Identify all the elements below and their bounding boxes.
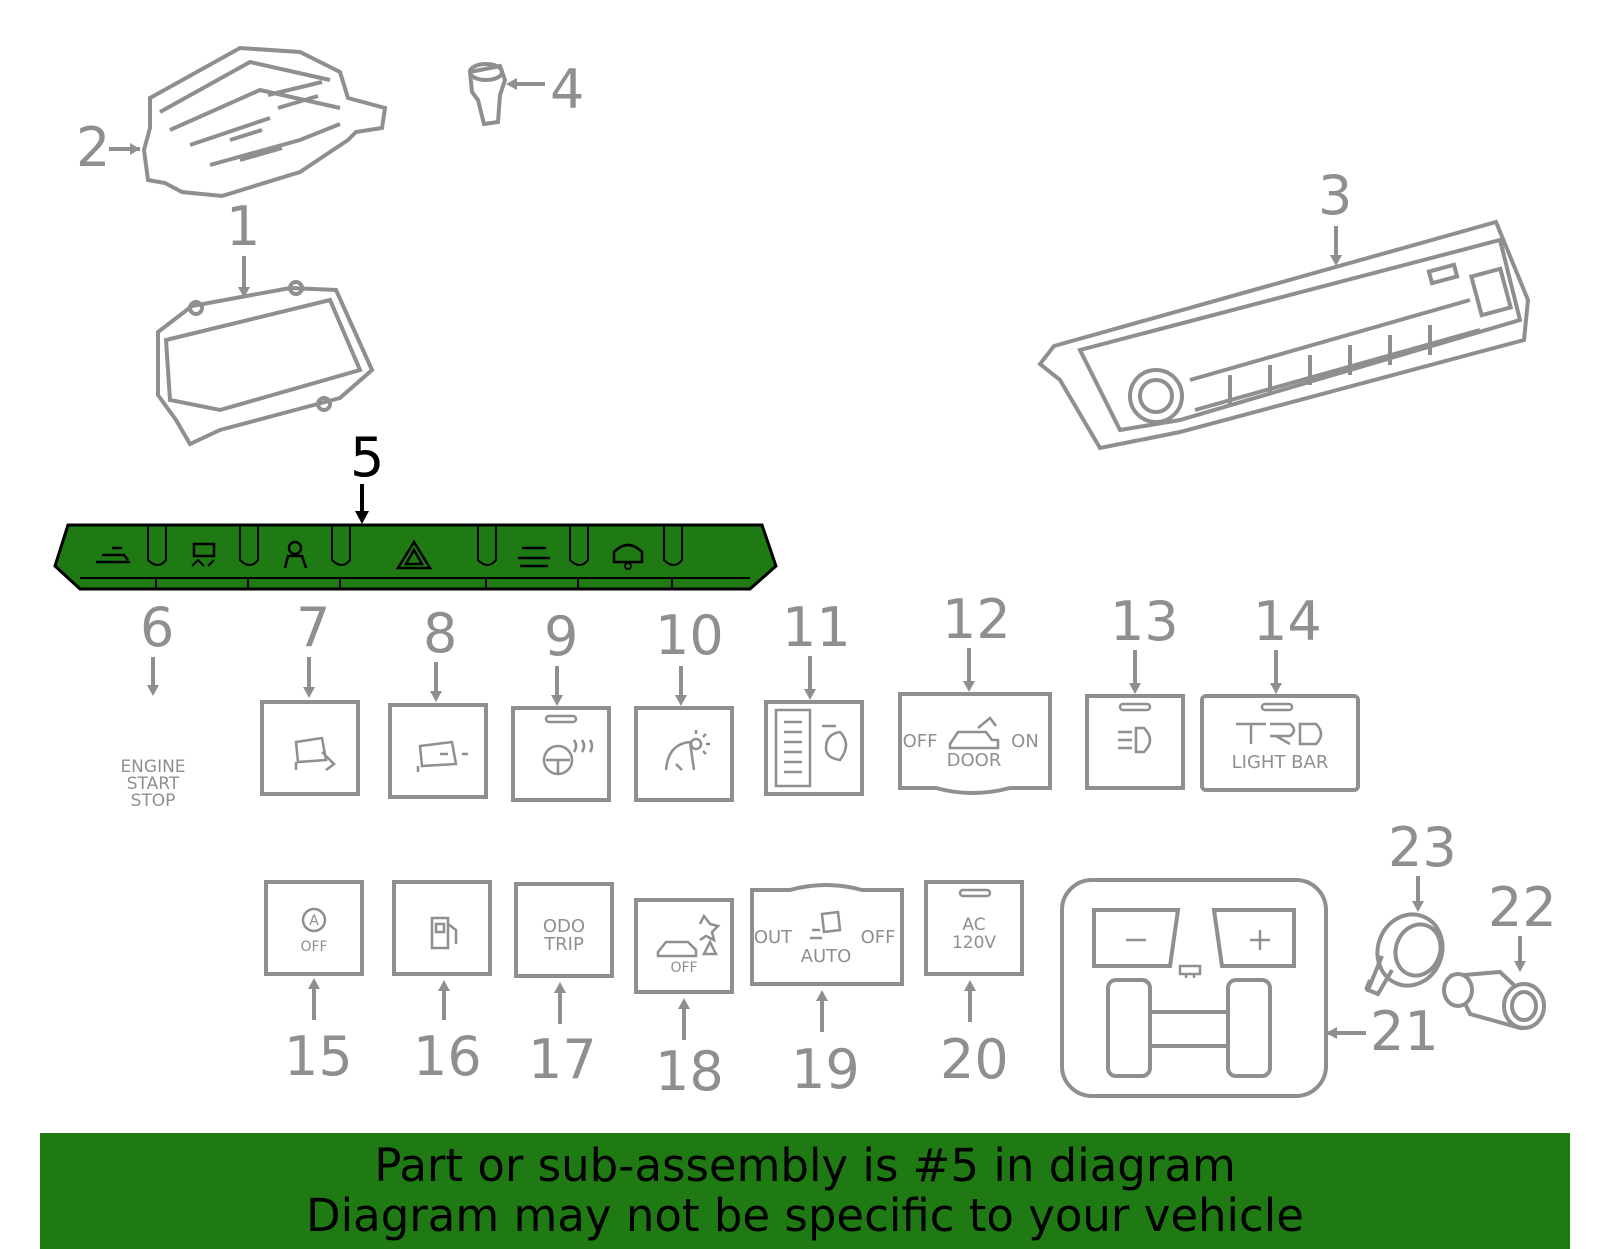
callout-1: 1 (226, 195, 260, 258)
mirror-off-label: OFF (861, 927, 896, 948)
part-6-engine-start-label[interactable]: ENGINE START STOP (120, 757, 185, 811)
callout-20: 20 (940, 1028, 1009, 1091)
panel-seat-icon (612, 543, 644, 564)
door-off-label: OFF (903, 731, 938, 752)
part-5-switch-panel[interactable] (53, 523, 778, 591)
indicator-icon (958, 888, 992, 898)
ac-volt-label: 120V (952, 933, 996, 953)
callout-10: 10 (655, 604, 724, 667)
callout-19: 19 (791, 1038, 860, 1101)
callout-3: 3 (1318, 164, 1352, 227)
arrow-2 (130, 143, 140, 155)
arrow-4 (506, 78, 517, 90)
footer-line-2: Diagram may not be specific to your vehi… (306, 1189, 1304, 1242)
callout-13: 13 (1110, 590, 1179, 653)
callout-16: 16 (413, 1025, 482, 1088)
callout-7: 7 (296, 596, 330, 659)
part-21-control[interactable] (1060, 878, 1328, 1098)
arrow-5 (355, 511, 369, 524)
part-17-switch[interactable]: ODO TRIP (514, 882, 614, 978)
svg-text:A: A (309, 913, 319, 929)
door-label: DOOR (947, 750, 1002, 771)
arrow-1 (238, 287, 250, 298)
plus-icon (1250, 930, 1270, 950)
callout-15: 15 (284, 1025, 353, 1088)
mirror-auto-icon (810, 910, 842, 940)
door-on-label: ON (1011, 731, 1039, 752)
minus-button[interactable] (1092, 908, 1181, 968)
light-bar-label: LIGHT BAR (1232, 752, 1329, 773)
callout-4: 4 (550, 58, 584, 121)
plus-button[interactable] (1211, 908, 1296, 968)
traction-control-icon (656, 913, 721, 958)
fog-light-icon (1118, 726, 1152, 754)
mirror-out-label: OUT (754, 927, 793, 948)
mirror-fold-icon (416, 740, 468, 772)
panel-car-icon (96, 546, 130, 564)
footer-line-1: Part or sub-assembly is #5 in diagram (374, 1139, 1236, 1192)
part-13-switch[interactable] (1085, 694, 1185, 790)
svg-text:STOP: STOP (131, 791, 176, 811)
part-8-switch[interactable] (388, 703, 488, 799)
arrow-3 (1330, 255, 1342, 266)
traction-off-label: OFF (670, 960, 697, 976)
ac-label: AC (962, 915, 985, 935)
headlight-level-icon (822, 724, 848, 762)
part-14-light-bar-switch[interactable]: LIGHT BAR (1200, 694, 1360, 792)
fuel-door-icon (430, 916, 458, 950)
seat-icon (1178, 964, 1202, 978)
callout-8: 8 (423, 602, 457, 665)
part-22-lighter[interactable] (1442, 969, 1546, 1031)
part-3-bezel[interactable] (1037, 219, 1531, 451)
part-19-mirror-switch[interactable]: OUT OFF AUTO (750, 883, 904, 986)
hazard-icon (395, 539, 433, 570)
panel-person-icon (287, 540, 303, 556)
part-2-housing[interactable] (141, 45, 388, 199)
trd-logo (1236, 722, 1323, 746)
svg-text:START: START (127, 774, 180, 794)
callout-21: 21 (1370, 1000, 1439, 1063)
part-16-switch[interactable] (392, 880, 492, 976)
panel-camera-icon (192, 542, 216, 558)
mirror-icon (294, 736, 336, 771)
mirror-auto-label: AUTO (801, 946, 852, 967)
truck-door-icon (948, 716, 1000, 750)
odo-label: ODO (543, 916, 585, 937)
a-off-label: OFF (300, 939, 327, 955)
indicator-icon (1260, 702, 1294, 712)
callout-11: 11 (782, 596, 851, 659)
trip-label: TRIP (543, 934, 584, 955)
callout-18: 18 (655, 1040, 724, 1103)
part-12-door-switch[interactable]: OFF ON DOOR (898, 692, 1052, 795)
part-4-clip[interactable] (467, 62, 508, 127)
callout-12: 12 (942, 588, 1011, 651)
panel-defrost-icon (518, 546, 550, 568)
part-15-switch[interactable]: A OFF (264, 880, 364, 976)
part-10-switch[interactable] (634, 706, 734, 802)
callout-23: 23 (1388, 816, 1457, 879)
callout-9: 9 (544, 605, 578, 668)
part-18-switch[interactable]: OFF (634, 898, 734, 994)
auto-stop-icon (301, 907, 327, 933)
callout-14: 14 (1253, 590, 1322, 653)
indicator-icon (1118, 702, 1152, 712)
callout-17: 17 (528, 1028, 597, 1091)
indicator-icon (544, 714, 578, 724)
part-1-cluster[interactable] (156, 280, 375, 447)
callout-22: 22 (1488, 876, 1557, 939)
callout-6: 6 (140, 596, 174, 659)
part-20-ac-switch[interactable]: AC 120V (924, 880, 1024, 976)
part-11-switch[interactable] (764, 700, 864, 796)
callout-2: 2 (76, 116, 110, 179)
part-23-socket[interactable] (1364, 905, 1452, 997)
callout-5: 5 (350, 426, 384, 489)
svg-text:ENGINE: ENGINE (120, 757, 185, 777)
footer-banner: Part or sub-assembly is #5 in diagram Di… (40, 1133, 1570, 1249)
part-7-switch[interactable] (260, 700, 360, 796)
part-9-switch[interactable] (511, 706, 611, 802)
dimmer-icon (664, 740, 696, 771)
level-gauge-icon (774, 708, 812, 788)
